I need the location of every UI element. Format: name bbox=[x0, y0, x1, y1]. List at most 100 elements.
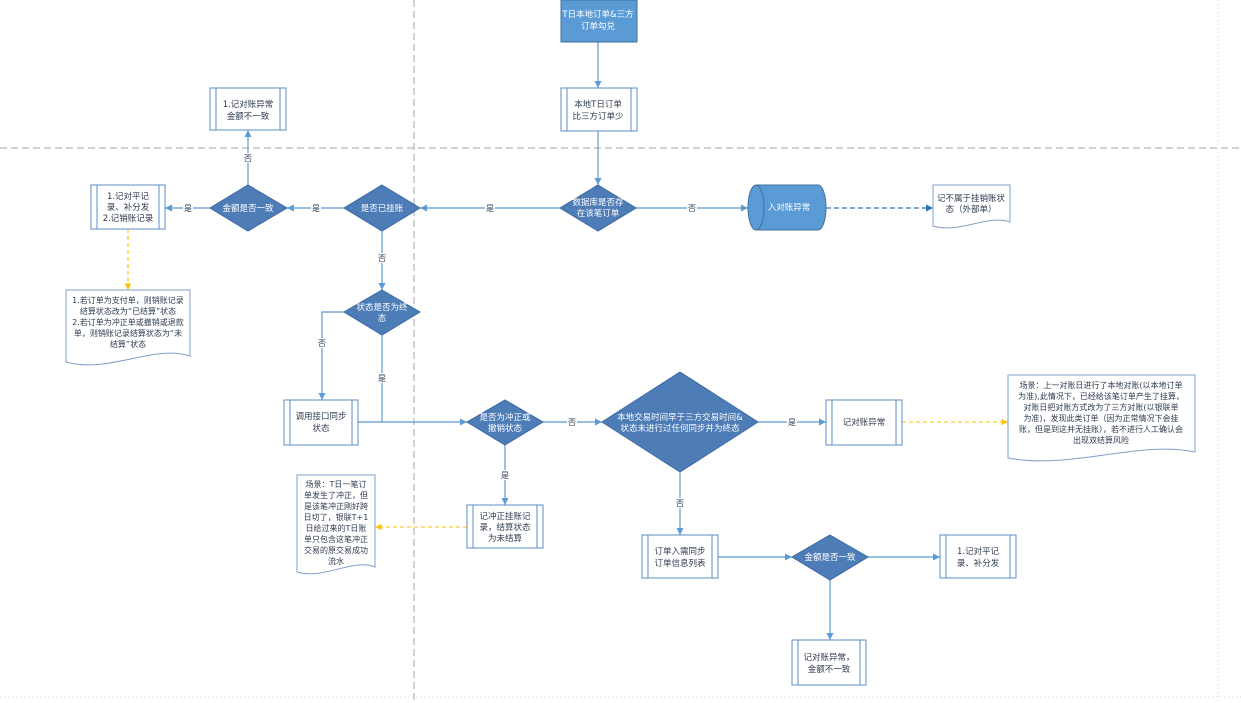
process-text-line: 录，结算状态 bbox=[479, 522, 531, 533]
process-text-line: 记对账异常 bbox=[843, 417, 886, 428]
document-text-line: 1.若订单为支付单，则销账记录 bbox=[72, 295, 184, 305]
process-text-line: 比三方订单少 bbox=[572, 111, 624, 122]
document-text-line: 账，但是到这并无挂账），若不进行人工确认会 bbox=[1019, 424, 1183, 434]
decision-text-line: 态 bbox=[378, 313, 387, 324]
decision-diamond bbox=[601, 371, 759, 473]
decision-text-line: 在该笔订单 bbox=[577, 208, 620, 219]
document-text-line: 流水 bbox=[328, 556, 344, 566]
exception-record-process: 记对账异常 bbox=[825, 399, 903, 446]
sync-api-process: 调用接口同步 状态 bbox=[283, 399, 359, 446]
amount-match-1-decision: 金额是否一致 bbox=[209, 184, 288, 232]
process-box bbox=[283, 399, 359, 446]
reversal-record-process: 记冲正挂账记 录，结算状态 为未结算 bbox=[466, 504, 544, 549]
process-text-line: 为未结算 bbox=[488, 533, 523, 544]
edge-label-background bbox=[500, 470, 510, 480]
document-shape bbox=[932, 184, 1011, 229]
decision-diamond bbox=[466, 399, 544, 446]
edge-label-no: 否 bbox=[568, 418, 576, 427]
process-text-line: 记对账异常， bbox=[803, 652, 854, 663]
balanced-record-1-process: 1.记对平记 录、补分发 2.记销账记录 bbox=[90, 184, 166, 230]
edge-label-background bbox=[311, 203, 321, 213]
decision-diamond bbox=[343, 289, 421, 336]
document-text-line: 交易的原交易成功 bbox=[304, 545, 368, 555]
process-box bbox=[209, 87, 287, 131]
document-shape bbox=[65, 289, 191, 366]
local-fewer-process: 本地T日订单 比三方订单少 bbox=[560, 87, 638, 132]
process-text-line: 金额不一致 bbox=[808, 664, 851, 675]
edge-label-background bbox=[687, 203, 697, 213]
decision-diamond bbox=[209, 184, 288, 232]
document-text-line: 态（外部单） bbox=[945, 204, 996, 215]
document-text-line: 单只包含这笔冲正 bbox=[304, 534, 368, 544]
document-text-line: 记不属于挂销账状 bbox=[937, 193, 1006, 204]
document-text-line: 单发生了冲正，但 bbox=[304, 490, 368, 500]
decision-text-line: 状态未进行过任何同步并为终态 bbox=[620, 423, 740, 434]
edge-label-background bbox=[787, 417, 797, 427]
decision-text-line: 是否已挂账 bbox=[361, 203, 404, 214]
edge-label-no: 否 bbox=[244, 154, 252, 163]
exception-amount-2-process: 记对账异常， 金额不一致 bbox=[791, 639, 867, 686]
document-shape bbox=[296, 474, 376, 575]
start-text-line: 订单勾兑 bbox=[581, 21, 616, 32]
edge-label-no: 否 bbox=[318, 339, 326, 348]
external-order-note: 记不属于挂销账状 态（外部单） bbox=[932, 184, 1011, 229]
stored-data-text: 入对账异常 bbox=[768, 202, 811, 213]
sync-queue-process: 订单入需同步 订单信息列表 bbox=[641, 534, 719, 579]
balanced-record-2-process: 1.记对平记 录、补分发 bbox=[939, 534, 1017, 579]
process-box bbox=[825, 399, 903, 446]
edge-label-background bbox=[485, 203, 495, 213]
edge-label-no: 否 bbox=[688, 204, 696, 213]
decision-text-line: 状态是否为终 bbox=[356, 302, 408, 313]
settlement-status-note: 1.若订单为支付单，则销账记录 结算状态改为“已结算”状态 2.若订单为冲正单或… bbox=[65, 289, 191, 366]
edge-label-background bbox=[243, 153, 253, 163]
edge-label-yes: 是 bbox=[501, 471, 509, 480]
process-box bbox=[560, 87, 638, 132]
stored-data-edge bbox=[755, 184, 765, 231]
edge-label-yes: 是 bbox=[378, 374, 386, 383]
reversal-scenario-note: 场景：T日一笔订 单发生了冲正，但 是该笔冲正刚好跨 日切了，银联T+1 日给过… bbox=[296, 474, 376, 575]
to-exception-stored-data: 入对账异常 bbox=[747, 184, 827, 231]
document-text-line: 日切了，银联T+1 bbox=[304, 512, 369, 522]
edge-label-background bbox=[675, 498, 685, 508]
edge-label-background bbox=[377, 253, 387, 263]
document-text-line: 出现双结算风险 bbox=[1073, 435, 1129, 445]
document-text-line: 结算状态改为“已结算”状态 bbox=[80, 306, 176, 316]
process-text-line: 2.记销账记录 bbox=[103, 213, 154, 224]
edge-label-background bbox=[567, 417, 577, 427]
document-text-line: 2.若订单为冲正单或撤销或退款 bbox=[72, 317, 184, 327]
process-text-line: 调用接口同步 bbox=[295, 411, 346, 422]
edge-label-background bbox=[317, 338, 327, 348]
document-text-line: 对账日把对账方式改为了三方对账(以银联单 bbox=[1023, 402, 1178, 412]
stored-data-shape bbox=[747, 184, 827, 231]
process-text-line: 订单信息列表 bbox=[654, 558, 706, 569]
start-shape bbox=[560, 0, 638, 43]
decision-text-line: 数据库是否存 bbox=[572, 197, 624, 208]
final-state-decision: 状态是否为终 态 bbox=[343, 289, 421, 336]
process-text-line: 记冲正挂账记 bbox=[479, 511, 531, 522]
process-text-line: 1.记对平记 bbox=[957, 546, 1000, 557]
document-text-line: 场景：上一对账日进行了本地对账(以本地订单 bbox=[1019, 380, 1182, 390]
decision-diamond bbox=[343, 184, 421, 232]
document-text-line: 为准),此情况下，已经给该笔订单产生了挂算， bbox=[1018, 391, 1184, 401]
process-text-line: 录、补分发 bbox=[957, 558, 1000, 569]
decision-diamond bbox=[559, 184, 637, 232]
document-text-line: 场景：T日一笔订 bbox=[306, 479, 367, 489]
decision-text-line: 金额是否一致 bbox=[804, 552, 856, 563]
edge-label-yes: 是 bbox=[788, 418, 796, 427]
start-text-line: T日本地订单&三方 bbox=[561, 9, 633, 20]
edge-label-yes: 是 bbox=[312, 204, 320, 213]
process-box bbox=[939, 534, 1017, 579]
process-text-line: 录、补分发 bbox=[107, 202, 150, 213]
process-text-line: 状态 bbox=[312, 423, 330, 434]
edge-label-background bbox=[377, 373, 387, 383]
process-box bbox=[90, 184, 166, 230]
document-text-line: 结算”状态 bbox=[110, 339, 146, 349]
decision-diamond bbox=[791, 534, 869, 581]
edge-labels: 否 是 是 否 否 是 否 是 否 是 是 否 bbox=[183, 153, 797, 508]
document-text-line: 单，则销账记录结算状态为“未 bbox=[74, 328, 182, 338]
process-text-line: 订单入需同步 bbox=[654, 546, 705, 557]
db-has-order-decision: 数据库是否存 在该笔订单 bbox=[559, 184, 637, 232]
start-node: T日本地订单&三方 订单勾兑 bbox=[560, 0, 638, 43]
